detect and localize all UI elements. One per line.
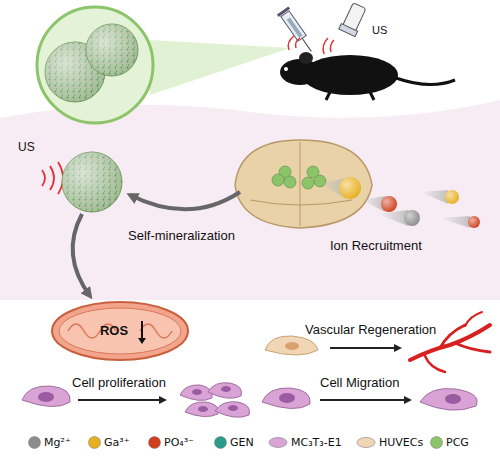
legend-entry: MC₃T₃-E1 [268,436,342,449]
legend-text: Mg²⁺ [44,436,71,449]
legend-entry: PO₄³⁻ [148,436,194,449]
legend-swatch [430,436,443,449]
mitochondrion: ROS [50,300,190,362]
legend-sample [269,438,287,448]
legend-text: GEN [230,436,254,449]
legend-entry: HUVECs [356,436,423,449]
legend-entry: Mg²⁺ [28,436,71,449]
legend-swatch [88,436,101,449]
legend-entry: Ga³⁺ [88,436,129,449]
annotation-label: US [18,140,35,154]
annotation-label: Ion Recruitment [330,238,422,253]
legend-text: MC₃T₃-E1 [291,436,342,449]
legend-text: HUVECs [379,436,423,449]
legend-sample [89,437,101,449]
legend-swatch [356,436,376,449]
legend-swatch [148,436,161,449]
legend-swatch [214,436,227,449]
legend-sample [149,437,161,449]
legend-text: Ga³⁺ [104,436,129,449]
legend-sample [431,437,443,449]
legend-sample [357,438,375,448]
legend-entry: PCG [430,436,469,449]
node-text: ROS [44,323,184,338]
legend-text: PCG [446,436,469,449]
annotation-label: Cell proliferation [72,375,166,390]
legend-sample [29,437,41,449]
legend-swatch [28,436,41,449]
annotation-label: US [372,24,387,36]
annotation-label: Self-mineralization [128,228,235,243]
legend-sample [215,437,227,449]
legend-swatch [268,436,288,449]
legend-text: PO₄³⁻ [164,436,194,449]
annotation-label: Vascular Regeneration [305,322,436,337]
legend-entry: GEN [214,436,254,449]
annotation-label: Cell Migration [320,375,399,390]
